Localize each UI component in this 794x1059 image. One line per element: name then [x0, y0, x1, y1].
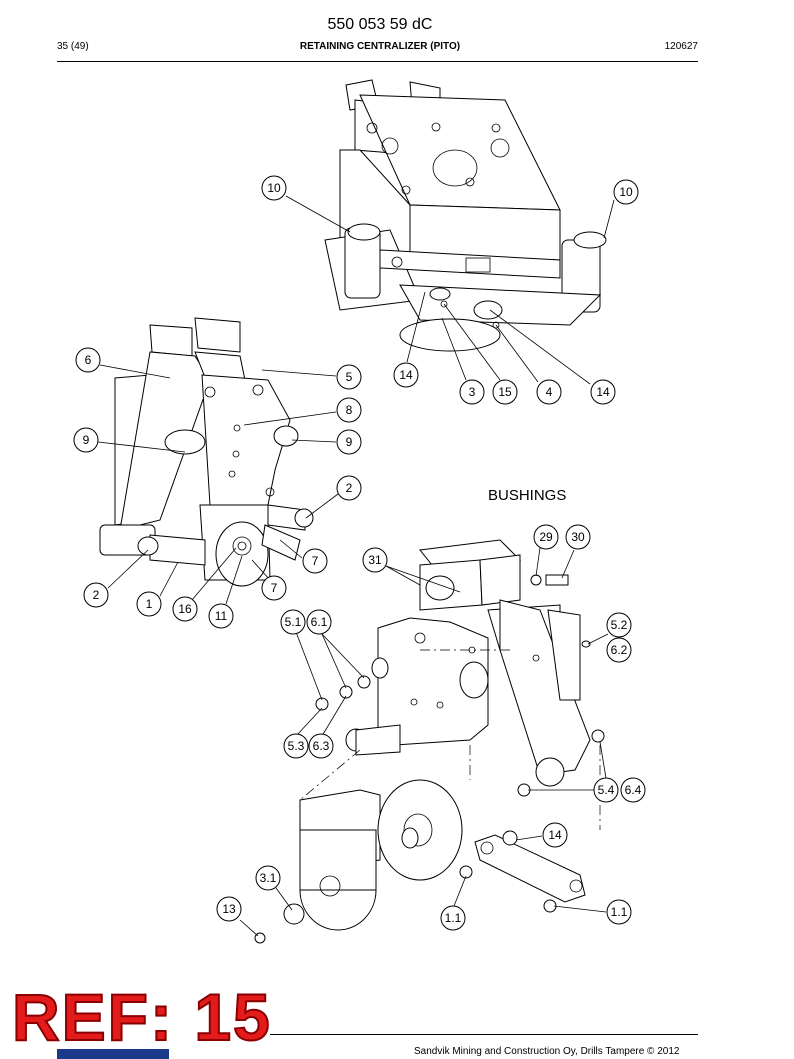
callout-9-right: 9	[336, 429, 362, 455]
svg-text:2: 2	[93, 588, 100, 602]
callout-5: 5	[336, 364, 362, 390]
svg-text:6.1: 6.1	[311, 615, 328, 629]
callout-5-3: 5.3	[283, 733, 309, 759]
callout-13: 13	[216, 896, 242, 922]
svg-text:2: 2	[346, 481, 353, 495]
callout-14-bottom: 14	[542, 822, 568, 848]
callout-3-1: 3.1	[255, 865, 281, 891]
callout-15: 15	[492, 379, 518, 405]
page-reference: 35 (49)	[57, 41, 89, 52]
callout-7-upper: 7	[302, 548, 328, 574]
callout-7-lower: 7	[261, 575, 287, 601]
svg-text:14: 14	[399, 368, 413, 382]
callout-1-1-left: 1.1	[440, 905, 466, 931]
svg-text:9: 9	[346, 435, 353, 449]
callout-16: 16	[172, 596, 198, 622]
document-date-code: 120627	[664, 41, 698, 52]
svg-text:5.4: 5.4	[598, 783, 615, 797]
callout-5-2: 5.2	[606, 612, 632, 638]
svg-text:4: 4	[546, 385, 553, 399]
callout-31: 31	[362, 547, 388, 573]
svg-text:5.1: 5.1	[285, 615, 302, 629]
svg-text:1.1: 1.1	[611, 905, 628, 919]
svg-text:7: 7	[271, 581, 278, 595]
svg-text:14: 14	[596, 385, 610, 399]
callout-4: 4	[536, 379, 562, 405]
svg-text:6.3: 6.3	[313, 739, 330, 753]
svg-text:3.1: 3.1	[260, 871, 277, 885]
svg-text:1: 1	[146, 597, 153, 611]
svg-text:13: 13	[222, 902, 236, 916]
callout-30: 30	[565, 524, 591, 550]
bushings-section-label: BUSHINGS	[488, 487, 567, 504]
svg-text:29: 29	[539, 530, 553, 544]
callout-6-1: 6.1	[306, 609, 332, 635]
callout-29: 29	[533, 524, 559, 550]
callout-6-2: 6.2	[606, 637, 632, 663]
callout-6: 6	[75, 347, 101, 373]
callout-2-left: 2	[83, 582, 109, 608]
svg-text:6.4: 6.4	[625, 783, 642, 797]
footer-copyright: Sandvik Mining and Construction Oy, Dril…	[414, 1046, 680, 1057]
top-assembly-drawing	[324, 79, 607, 352]
svg-text:30: 30	[571, 530, 585, 544]
footer-rule	[270, 1034, 698, 1035]
callout-6-3: 6.3	[308, 733, 334, 759]
svg-text:31: 31	[368, 553, 382, 567]
callout-1: 1	[136, 591, 162, 617]
callout-10-right: 10	[613, 179, 639, 205]
callout-10-left: 10	[261, 175, 287, 201]
callout-11: 11	[208, 603, 234, 629]
svg-text:5.3: 5.3	[288, 739, 305, 753]
ref-stamp: REF: 15	[11, 980, 272, 1054]
bushings-assembly-drawing	[254, 539, 605, 944]
svg-text:5.2: 5.2	[611, 618, 628, 632]
callout-14-top-left: 14	[393, 362, 419, 388]
svg-text:11: 11	[215, 609, 228, 623]
document-number: 550 053 59 dC	[327, 16, 433, 33]
callout-3: 3	[459, 379, 485, 405]
svg-text:10: 10	[619, 185, 633, 199]
callout-leaders	[97, 195, 615, 937]
svg-text:9: 9	[83, 433, 90, 447]
callout-1-1-right: 1.1	[606, 899, 632, 925]
svg-text:6: 6	[85, 353, 92, 367]
callout-5-4: 5.4	[593, 777, 619, 803]
document-title: RETAINING CENTRALIZER (PITO)	[299, 41, 461, 52]
callout-9-left: 9	[73, 427, 99, 453]
svg-text:3: 3	[469, 385, 476, 399]
svg-text:16: 16	[178, 602, 192, 616]
callout-8: 8	[336, 397, 362, 423]
svg-text:6.2: 6.2	[611, 643, 628, 657]
svg-text:14: 14	[548, 828, 562, 842]
svg-text:8: 8	[346, 403, 353, 417]
left-assembly-drawing	[99, 317, 314, 587]
callout-6-4: 6.4	[620, 777, 646, 803]
svg-text:15: 15	[498, 385, 512, 399]
header-rule	[57, 61, 698, 62]
svg-text:7: 7	[312, 554, 319, 568]
callout-5-1: 5.1	[280, 609, 306, 635]
callout-14-top-right: 14	[590, 379, 616, 405]
svg-text:5: 5	[346, 370, 353, 384]
svg-text:1.1: 1.1	[445, 911, 462, 925]
svg-text:10: 10	[267, 181, 281, 195]
callout-2-right: 2	[336, 475, 362, 501]
